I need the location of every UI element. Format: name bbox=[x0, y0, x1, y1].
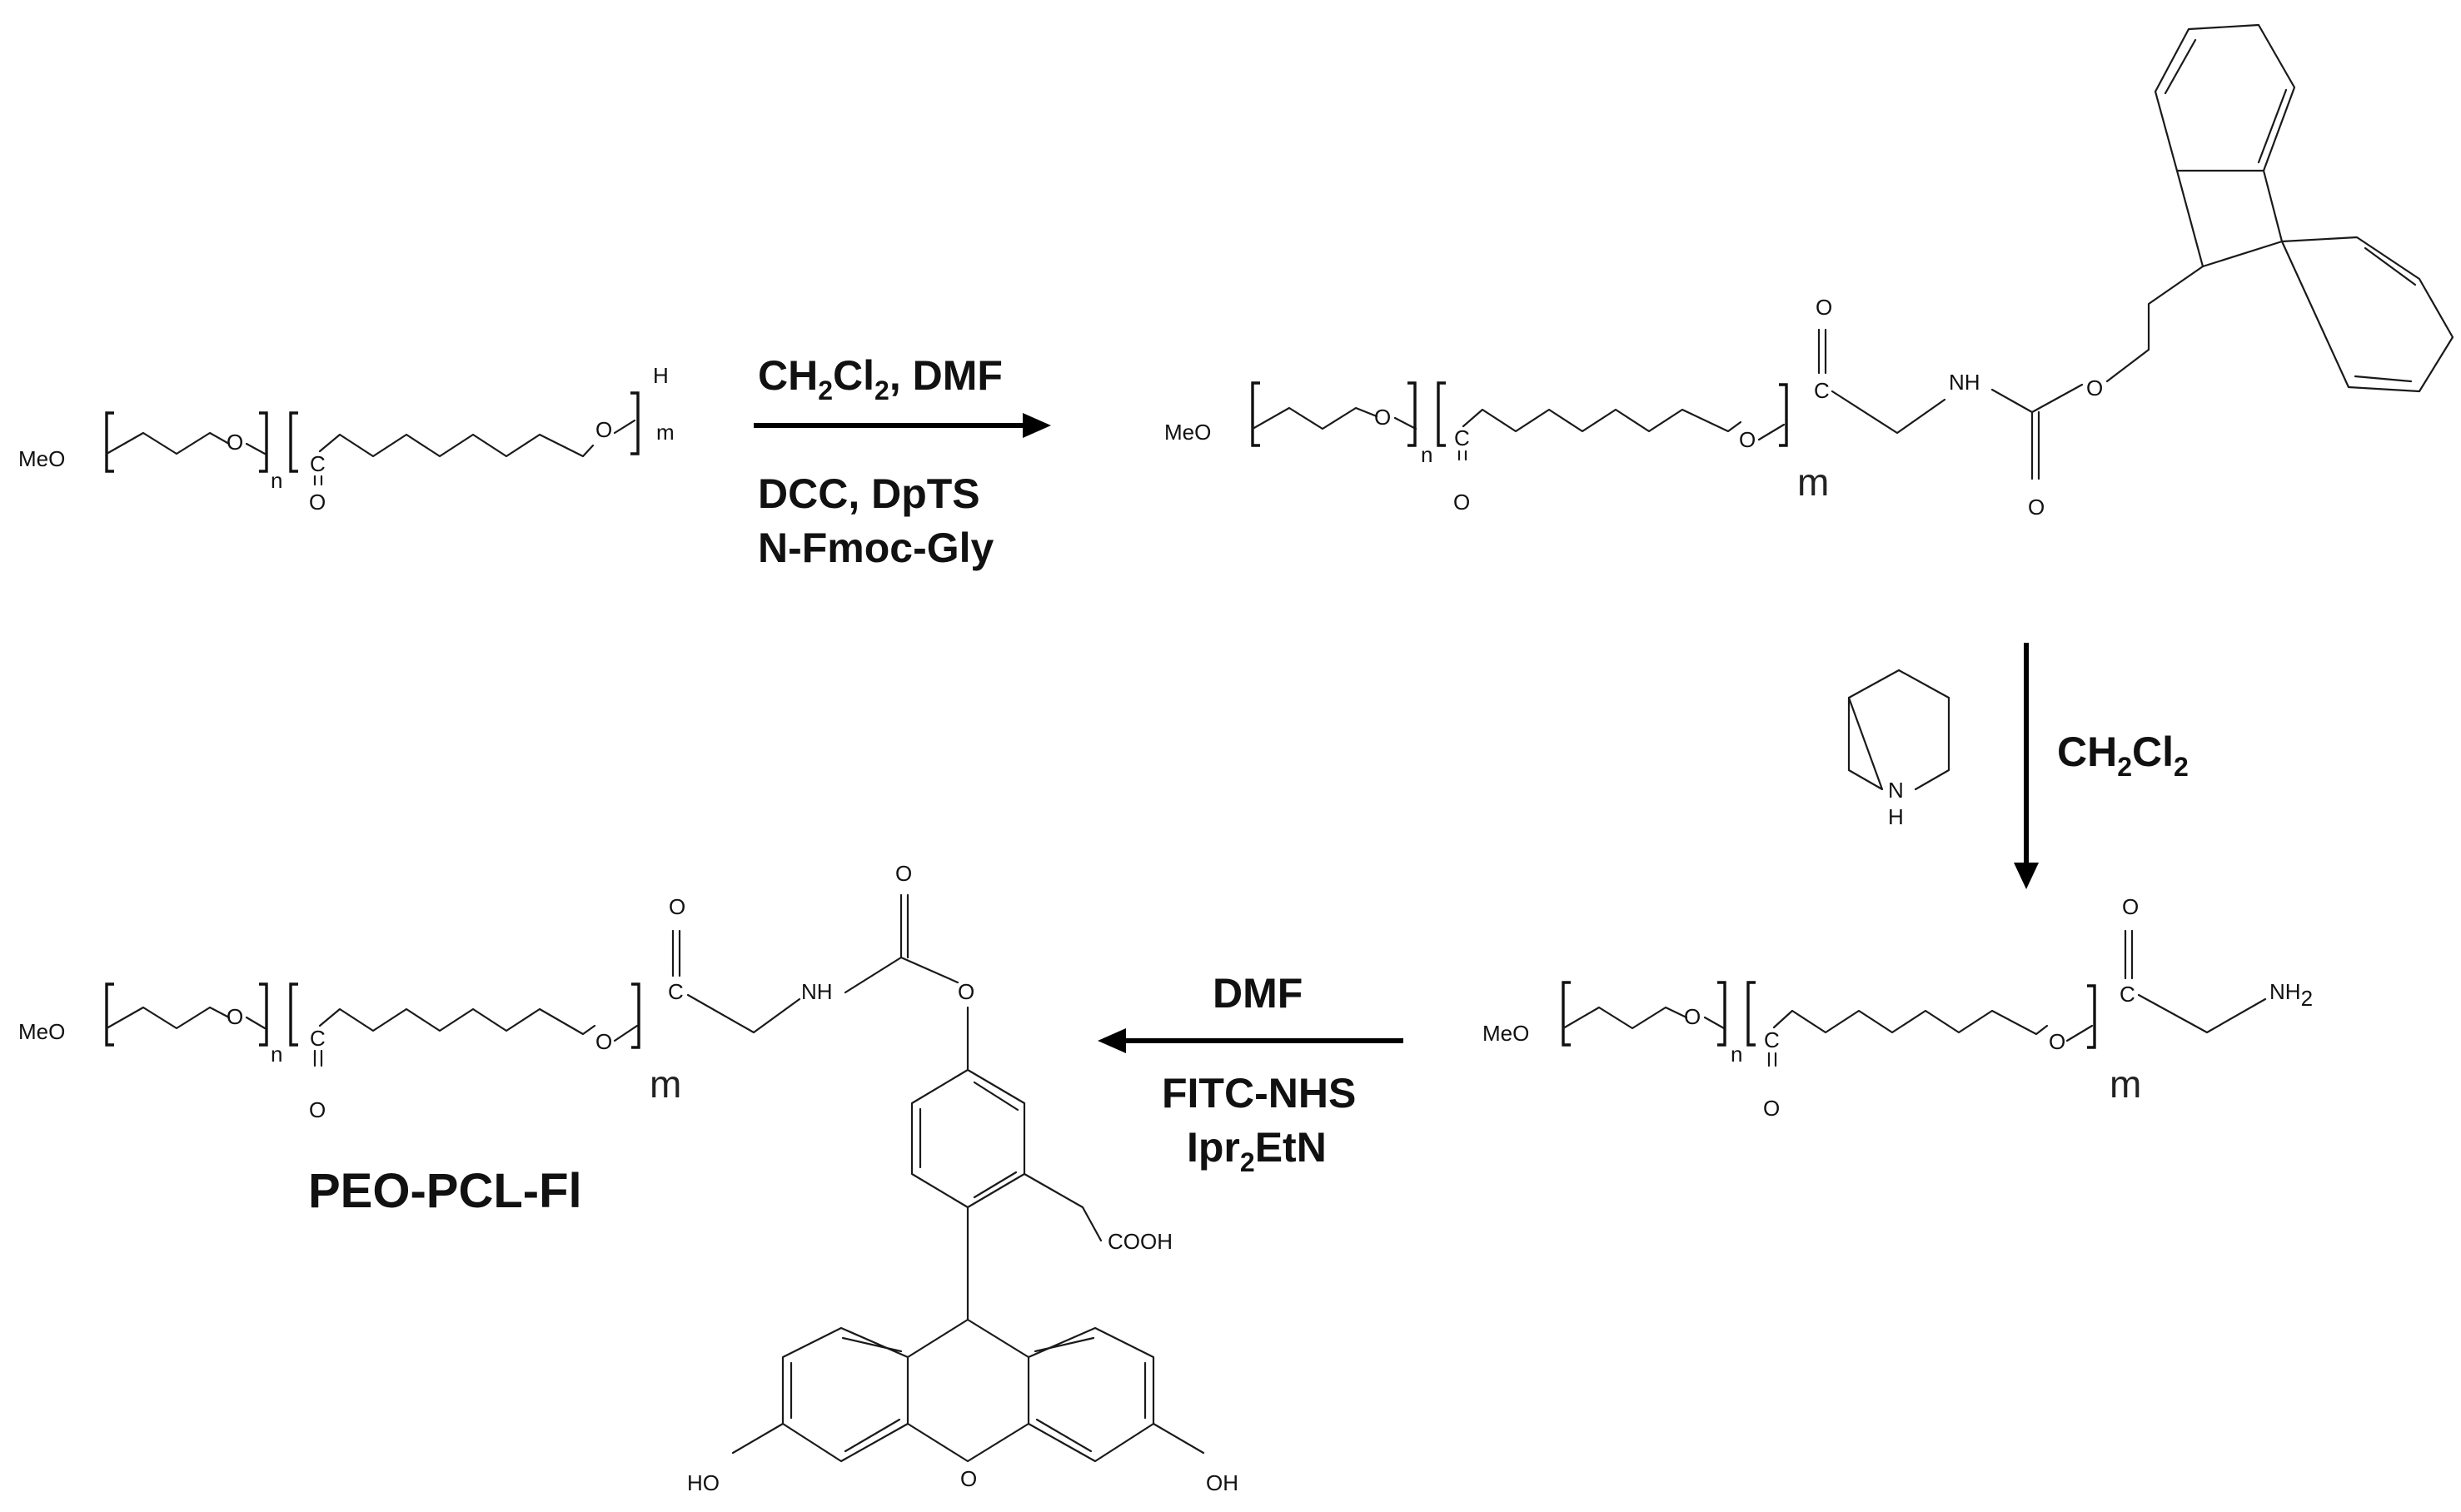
terminal-hydrogen: H bbox=[653, 363, 669, 388]
repeat-index-n: n bbox=[1731, 1042, 1742, 1067]
glycine-carbonyl-carbon: C bbox=[1814, 378, 1830, 403]
glycine-carbonyl-oxygen: O bbox=[669, 894, 685, 919]
piperidine-h: H bbox=[1888, 804, 1904, 829]
ester-oxygen: O bbox=[595, 1029, 612, 1054]
step1-fmoc-gly: N-Fmoc-Gly bbox=[758, 525, 994, 571]
piperidine-reagent: N H bbox=[1847, 669, 1950, 829]
carboxylic-acid: COOH bbox=[1108, 1229, 1173, 1254]
thio-carbonyl-oxygen: O bbox=[895, 861, 912, 886]
meo-label: MeO bbox=[18, 446, 65, 471]
repeat-index-n: n bbox=[271, 468, 282, 493]
carbonyl-oxygen: O bbox=[309, 490, 326, 515]
repeat-index-n: n bbox=[1421, 442, 1432, 467]
step3-reagent: FITC-NHS bbox=[1162, 1070, 1356, 1117]
step1-conditions: CH2Cl2, DMF DCC, DpTS N-Fmoc-Gly bbox=[758, 352, 1003, 571]
fluorenyl-group bbox=[2154, 23, 2454, 393]
carbonyl-oxygen: O bbox=[1763, 1096, 1780, 1121]
ether-oxygen: O bbox=[1374, 405, 1391, 430]
step2-solvent: CH2Cl2 bbox=[2057, 729, 2189, 782]
carbonyl-oxygen: O bbox=[1453, 490, 1470, 515]
repeat-index-m: m bbox=[650, 1062, 681, 1106]
aryl-ester-oxygen: O bbox=[958, 979, 974, 1004]
benzoic-acid-ring bbox=[910, 1068, 1103, 1242]
xanthene-oxygen: O bbox=[960, 1466, 977, 1491]
hydroxyl-right: OH bbox=[1206, 1470, 1238, 1495]
repeat-index-m: m bbox=[656, 420, 675, 445]
carbonyl-carbon: C bbox=[310, 451, 326, 476]
meo-label: MeO bbox=[1164, 420, 1211, 445]
step3-conditions: DMF FITC-NHS Ipr2EtN bbox=[1162, 970, 1356, 1177]
repeat-index-m: m bbox=[1797, 460, 1829, 504]
amine-nh2: NH2 bbox=[2269, 979, 2313, 1011]
product-label: PEO-PCL-Fl bbox=[308, 1164, 582, 1218]
peo-bracket-left bbox=[105, 411, 114, 473]
pcl-bracket-left bbox=[289, 411, 298, 473]
step1-reagents: DCC, DpTS bbox=[758, 470, 980, 517]
step3-base: Ipr2EtN bbox=[1187, 1124, 1327, 1177]
carbonyl-carbon: C bbox=[1454, 425, 1470, 450]
glycine-carbonyl-carbon: C bbox=[2120, 982, 2135, 1007]
compound-peo-pcl-fl: MeO O n C O O m C O NH O O COOH bbox=[18, 861, 1238, 1495]
xanthene-core bbox=[731, 1318, 1205, 1463]
repeat-index-n: n bbox=[271, 1042, 282, 1067]
compound-fmoc-gly-ester: MeO O n C O O m C O NH O O bbox=[1164, 23, 2454, 520]
glycine-carbonyl-carbon: C bbox=[668, 979, 684, 1004]
hydroxyl-left: HO bbox=[687, 1470, 720, 1495]
ester-oxygen: O bbox=[1739, 427, 1756, 452]
carbonyl-carbon: C bbox=[1764, 1027, 1780, 1052]
carbonyl-carbon: C bbox=[310, 1026, 326, 1051]
step3-solvent: DMF bbox=[1213, 970, 1303, 1017]
meo-label: MeO bbox=[18, 1019, 65, 1044]
ester-oxygen: O bbox=[2049, 1029, 2065, 1054]
reaction-arrow-3-head bbox=[1098, 1028, 1126, 1053]
ester-oxygen: O bbox=[595, 417, 612, 442]
glycine-carbonyl-oxygen: O bbox=[1816, 295, 1832, 320]
ether-oxygen: O bbox=[1684, 1004, 1701, 1029]
fmoc-carbonyl-oxygen: O bbox=[2028, 495, 2045, 520]
carbonyl-oxygen: O bbox=[309, 1097, 326, 1122]
pcl-bracket-right bbox=[630, 391, 640, 455]
repeat-index-m: m bbox=[2110, 1062, 2141, 1106]
amide-nh: NH bbox=[801, 979, 833, 1004]
piperidine-n: N bbox=[1888, 778, 1904, 803]
ether-oxygen: O bbox=[227, 430, 243, 455]
amide-nh: NH bbox=[1949, 370, 1980, 395]
reaction-arrow-2-head bbox=[2014, 863, 2039, 889]
compound-peo-pcl-oh: MeO O n C O O H m bbox=[18, 363, 675, 515]
fmoc-ester-oxygen: O bbox=[2086, 376, 2103, 400]
reaction-arrow-1-head bbox=[1023, 413, 1051, 438]
meo-label: MeO bbox=[1482, 1021, 1529, 1046]
peo-bracket-right bbox=[259, 411, 268, 473]
svg-text:CH2Cl2, DMF: CH2Cl2, DMF bbox=[758, 352, 1003, 405]
glycine-carbonyl-oxygen: O bbox=[2122, 894, 2139, 919]
compound-gly-amine: MeO O n C O O m C O NH2 bbox=[1482, 894, 2313, 1121]
ether-oxygen: O bbox=[227, 1004, 243, 1029]
